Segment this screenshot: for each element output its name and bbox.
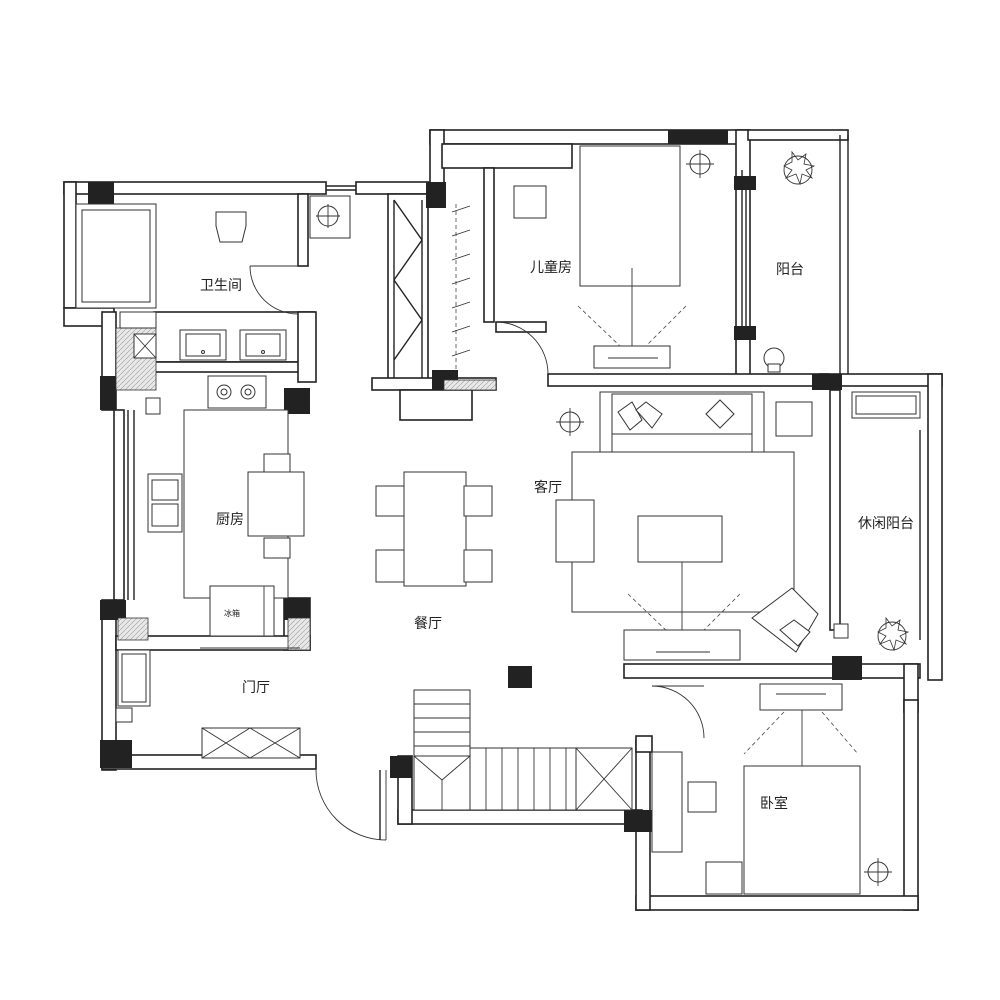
bedroom-fixtures bbox=[651, 683, 892, 895]
ceiling-light-icon bbox=[309, 195, 351, 239]
structural-columns bbox=[88, 130, 862, 832]
bathroom-fixtures bbox=[75, 203, 299, 361]
room-label-leisure-balcony: 休闲阳台 bbox=[858, 516, 914, 532]
hatched-wall-section bbox=[117, 617, 149, 641]
foyer-fixtures bbox=[115, 647, 387, 841]
hatched-wall-section bbox=[443, 379, 497, 391]
room-label-kids-room: 儿童房 bbox=[530, 259, 572, 276]
plant-icon bbox=[877, 616, 910, 652]
dining-table bbox=[375, 471, 493, 587]
room-label-bedroom: 卧室 bbox=[760, 795, 788, 812]
room-label-dining: 餐厅 bbox=[414, 616, 442, 632]
leisure-balcony-fixtures bbox=[833, 391, 921, 652]
outer-walls bbox=[63, 129, 943, 911]
room-label-foyer: 门厅 bbox=[242, 680, 270, 696]
living-room-furniture bbox=[555, 391, 819, 661]
plant-icon bbox=[783, 150, 816, 186]
kids-room-fixtures bbox=[451, 145, 687, 375]
fridge-label: 冰箱 bbox=[224, 608, 240, 618]
room-label-living-room: 客厅 bbox=[534, 479, 562, 496]
hatched-wall-section bbox=[287, 617, 311, 651]
room-label-kitchen: 厨房 bbox=[216, 512, 244, 528]
staircase bbox=[413, 689, 633, 811]
room-label-bathroom: 卫生间 bbox=[200, 278, 242, 294]
balcony-fixtures bbox=[763, 150, 816, 373]
ceiling-light-icon bbox=[686, 150, 714, 178]
room-label-balcony: 阳台 bbox=[776, 262, 804, 278]
kitchen-fixtures bbox=[145, 375, 305, 637]
